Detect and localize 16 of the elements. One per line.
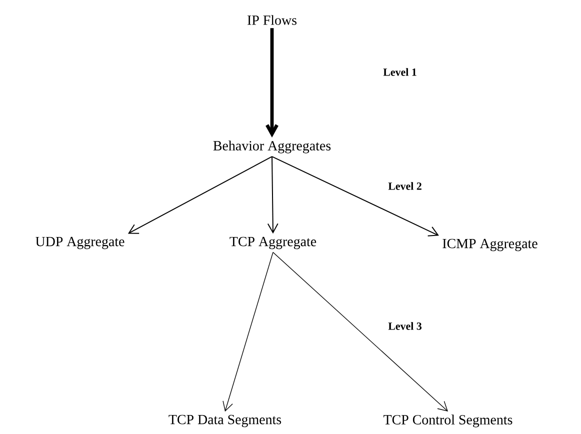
arrow <box>266 28 278 138</box>
arrow <box>128 156 272 234</box>
arrow <box>267 156 278 234</box>
arrow <box>272 156 439 236</box>
node-label: TCP Aggregate <box>230 236 316 250</box>
level-label: Level 3 <box>388 322 422 330</box>
node-label: ICMP Aggregate <box>442 238 538 252</box>
level-label: Level 1 <box>383 68 416 76</box>
node-label: TCP Control Segments <box>384 414 512 428</box>
arrow <box>222 252 274 412</box>
level-label: Level 2 <box>388 182 422 190</box>
arrow <box>272 252 448 412</box>
node-label: UDP Aggregate <box>36 236 124 250</box>
node-label: Behavior Aggregates <box>213 140 331 154</box>
node-label: IP Flows <box>248 15 296 25</box>
node-label: TCP Data Segments <box>168 414 282 428</box>
